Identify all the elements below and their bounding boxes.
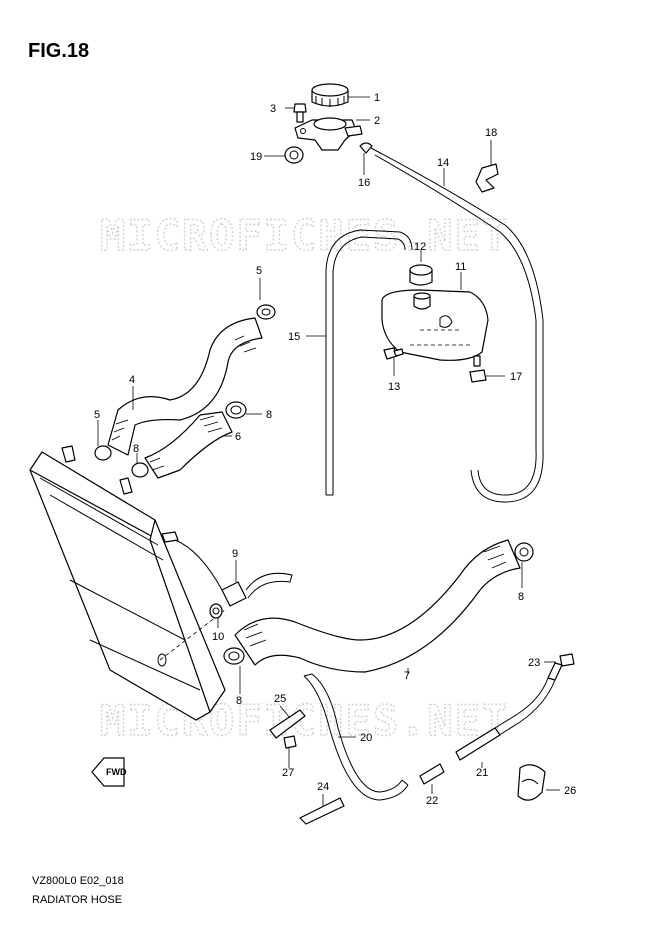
bolt-13	[383, 347, 404, 360]
hose-6	[144, 411, 233, 479]
callout-20: 20	[360, 732, 372, 744]
callout-26: 26	[564, 785, 576, 797]
callout-27: 27	[282, 767, 294, 779]
reservoir-tank	[381, 289, 489, 367]
washer-10	[209, 603, 223, 619]
filler-neck	[294, 117, 363, 151]
clamp-5-top	[256, 304, 276, 320]
callout-8-lower-right: 8	[518, 591, 524, 603]
callout-13: 13	[388, 381, 400, 393]
watermark-top: MICROFICHES.NET	[100, 211, 509, 260]
callout-2: 2	[374, 115, 380, 127]
callout-25: 25	[274, 693, 286, 705]
callout-8-left: 8	[133, 443, 139, 455]
clamp-19	[284, 146, 304, 164]
callout-5-top: 5	[256, 265, 262, 277]
callout-16: 16	[358, 177, 370, 189]
diagram-caption: RADIATOR HOSE	[32, 894, 123, 906]
overflow-hose-14	[370, 147, 544, 503]
callout-7: 7	[404, 670, 410, 682]
callout-18: 18	[485, 127, 497, 139]
reservoir-cap	[409, 264, 433, 286]
callout-11: 11	[455, 261, 466, 273]
fitting-22	[419, 763, 445, 785]
clip-16	[359, 142, 373, 154]
lower-hose-7	[234, 539, 521, 673]
callout-19: 19	[250, 151, 262, 163]
callout-17: 17	[510, 371, 522, 383]
callout-9: 9	[232, 548, 238, 560]
clamp-8-right	[225, 401, 247, 419]
hose-20	[303, 673, 409, 801]
radiator	[29, 445, 226, 721]
callout-5-left: 5	[94, 409, 100, 421]
clamp-8-lower-left	[223, 647, 245, 665]
callout-6: 6	[235, 431, 241, 443]
callout-22: 22	[426, 795, 438, 807]
bolt-27	[283, 735, 297, 749]
bolt-3	[293, 103, 307, 123]
callout-1: 1	[374, 92, 380, 104]
callout-23: 23	[528, 657, 540, 669]
diagram-code: VZ800L0 E02_018	[32, 875, 124, 887]
callout-14: 14	[437, 157, 449, 169]
clip-24	[299, 797, 345, 825]
callout-24: 24	[317, 781, 329, 793]
thermo-switch-9	[174, 539, 293, 607]
clamp-18	[475, 163, 499, 193]
callout-10: 10	[212, 631, 224, 643]
vent-hose-15	[325, 229, 413, 496]
callout-15: 15	[288, 331, 300, 343]
fwd-arrow-icon: FWD	[91, 757, 127, 787]
clamp-8-left	[131, 462, 149, 478]
clip-23	[559, 653, 575, 667]
pipe-21	[455, 662, 563, 761]
clip-25	[269, 709, 306, 739]
upper-hose-4	[107, 317, 263, 456]
figure-title: FIG.18	[28, 40, 90, 62]
clamp-5-left	[94, 445, 112, 461]
callout-8-right: 8	[266, 409, 272, 421]
callout-4: 4	[129, 374, 135, 386]
callout-3: 3	[270, 103, 276, 115]
watermark-bottom: MICROFICHES.NET	[100, 696, 509, 745]
callout-12: 12	[414, 241, 426, 253]
clamp-17	[469, 369, 487, 383]
callout-21: 21	[476, 767, 488, 779]
clamp-26	[517, 764, 546, 801]
fwd-label: FWD	[106, 767, 127, 777]
callout-8-lower-left: 8	[236, 695, 242, 707]
radiator-cap	[311, 83, 349, 107]
clamp-8-lower-right	[514, 542, 534, 562]
